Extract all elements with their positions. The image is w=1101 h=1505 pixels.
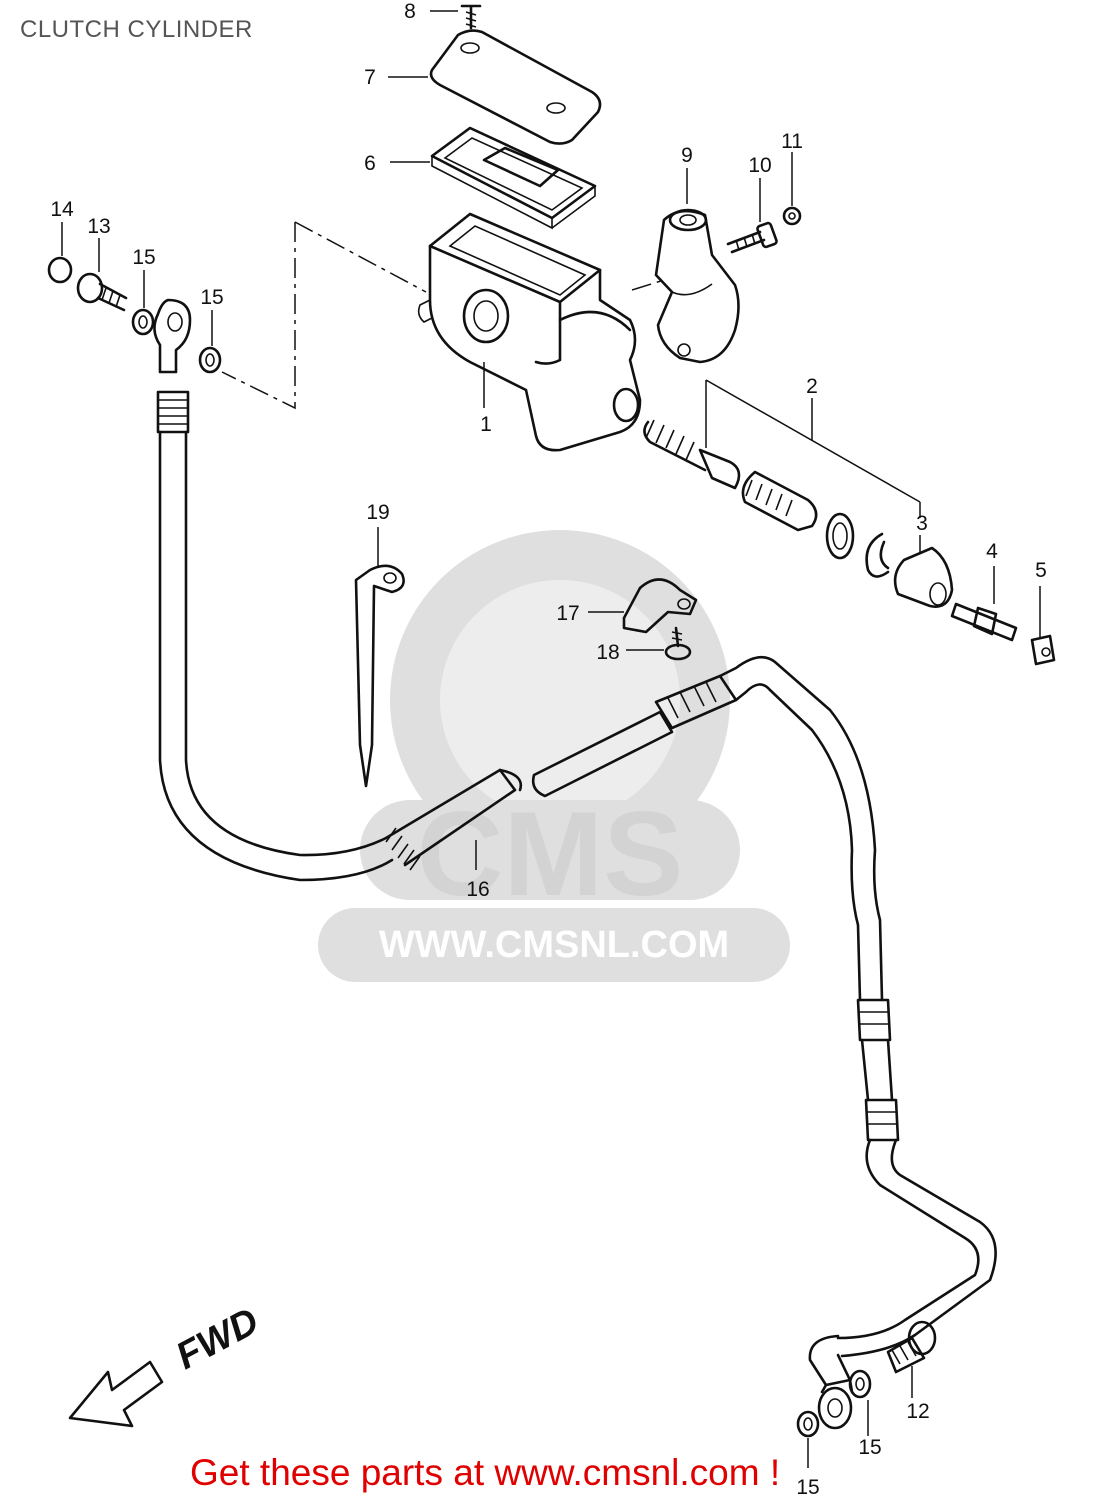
callout-1: 1 [480, 413, 492, 436]
part-10-bolt [726, 221, 778, 254]
part-2-piston-kit [643, 419, 855, 560]
part-15-washer-d [796, 1410, 820, 1438]
part-13-bleeder [76, 272, 128, 312]
callout-labels: 8 7 6 9 10 11 14 13 15 15 1 2 3 4 5 19 1… [50, 0, 1047, 1499]
part-9-holder [654, 208, 740, 364]
callout-6: 6 [364, 152, 376, 175]
callout-2: 2 [806, 375, 818, 398]
callout-15b: 15 [200, 286, 223, 309]
part-12-union-bolt [886, 1320, 937, 1374]
watermark-url: WWW.CMSNL.COM [379, 924, 729, 966]
watermark-logo-plate [360, 800, 740, 900]
part-15-washer-b [198, 346, 222, 374]
part-5-nut [1030, 634, 1056, 666]
part-3-circlip [865, 532, 890, 578]
leader-lines [61, 10, 1041, 1468]
part-18-bolt [664, 626, 692, 661]
callout-12: 12 [906, 1400, 929, 1423]
part-19-clamp [354, 564, 405, 788]
callout-15a: 15 [132, 246, 155, 269]
watermark: CMS WWW.CMSNL.COM [318, 530, 790, 982]
callout-15c: 15 [858, 1436, 881, 1459]
part-4-push-rod [950, 602, 1018, 642]
part-7-cap [429, 29, 602, 145]
callout-5: 5 [1035, 559, 1047, 582]
fwd-label: FWD [170, 1300, 266, 1378]
footer-link[interactable]: Get these parts at www.cmsnl.com ! [190, 1452, 781, 1493]
part-3-boot [893, 546, 954, 608]
part-6-diaphragm [430, 126, 597, 230]
part-8-screw [460, 4, 482, 30]
part-15-washer-a [131, 308, 155, 336]
watermark-logo: CMS [417, 787, 684, 921]
page-title: CLUTCH CYLINDER [20, 16, 253, 43]
part-16-clutch-hose [153, 298, 997, 1430]
callout-15d: 15 [796, 1476, 819, 1499]
callout-13: 13 [87, 215, 110, 238]
part-14-cap [47, 256, 73, 284]
callout-9: 9 [681, 144, 693, 167]
callout-3: 3 [916, 512, 928, 535]
part-1-master-cylinder [417, 212, 642, 452]
callout-17: 17 [556, 602, 579, 625]
callout-7: 7 [364, 66, 376, 89]
part-11-nut [782, 206, 802, 226]
callout-18: 18 [596, 641, 619, 664]
part-15-washer-c [848, 1369, 872, 1399]
callout-11: 11 [781, 130, 803, 153]
callout-4: 4 [986, 540, 998, 563]
callout-10: 10 [748, 154, 771, 177]
callout-16: 16 [466, 878, 489, 901]
fwd-arrow-icon: FWD [68, 1300, 266, 1428]
callout-19: 19 [366, 501, 389, 524]
callout-8: 8 [404, 0, 416, 23]
callout-14: 14 [50, 198, 74, 221]
part-17-bracket [622, 578, 698, 634]
